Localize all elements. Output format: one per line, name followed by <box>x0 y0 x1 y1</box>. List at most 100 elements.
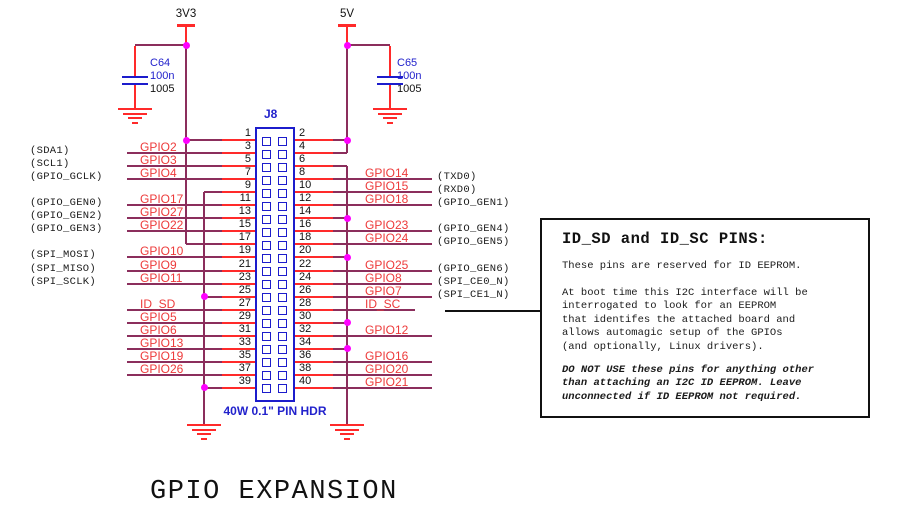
pin-number: 29 <box>238 309 251 322</box>
connector-pin-square <box>262 253 271 263</box>
connector-pin-square <box>262 358 271 368</box>
net-label-gpio24: GPIO24 <box>365 231 409 246</box>
pin-stub <box>295 282 333 285</box>
net-label-gpio9: GPIO9 <box>140 257 177 272</box>
signal-label: (GPIO_GEN1) <box>437 197 510 210</box>
pin-number: 31 <box>238 322 251 335</box>
sheet-title: GPIO EXPANSION <box>150 477 398 507</box>
signal-label: (GPIO_GCLK) <box>30 171 103 184</box>
connector-pin-square <box>262 162 271 172</box>
signal-label: (TXD0) <box>437 171 477 184</box>
net-label-gpio23: GPIO23 <box>365 218 409 233</box>
pin-stub <box>222 256 255 259</box>
ground-symbol <box>187 424 221 426</box>
connector-pin-square <box>278 136 287 146</box>
junction-dot <box>343 214 351 222</box>
pin-number: 7 <box>244 166 251 179</box>
net-label-gpio13: GPIO13 <box>140 335 184 350</box>
connector-pin-square <box>262 332 271 342</box>
cap-ref: C64 <box>150 57 171 69</box>
pin-number: 27 <box>238 296 251 309</box>
wire-segment <box>127 321 222 324</box>
power-label-5v: 5V <box>339 8 355 20</box>
5v-rail <box>346 45 348 154</box>
signal-label: (GPIO_GEN6) <box>437 262 510 275</box>
wire-segment <box>333 360 432 363</box>
pin-stub <box>222 178 255 181</box>
capacitor-plate <box>122 76 148 78</box>
junction-dot <box>200 384 208 392</box>
wire-segment <box>333 282 432 285</box>
pin-stub <box>222 386 255 389</box>
signal-label: (SPI_CE0_N) <box>437 275 510 288</box>
net-label-id_sc: ID_SC <box>365 296 401 311</box>
ground-symbol <box>335 428 359 431</box>
pin-stub <box>222 308 255 311</box>
net-label-gpio22: GPIO22 <box>140 218 184 233</box>
pin-stub <box>295 178 333 181</box>
connector-pin-square <box>278 188 287 198</box>
net-label-gpio14: GPIO14 <box>365 166 409 181</box>
pin-stub <box>222 230 255 233</box>
pin-stub <box>222 243 255 246</box>
pin-stub <box>295 347 333 350</box>
pin-number: 20 <box>299 244 312 257</box>
connector-pin-square <box>278 293 287 303</box>
wire-segment <box>186 139 222 141</box>
pin-number: 9 <box>244 179 251 192</box>
pin-stub <box>222 295 255 298</box>
pin-number: 3 <box>244 140 251 153</box>
pin-number: 17 <box>238 231 251 244</box>
ground-symbol <box>330 424 364 426</box>
net-label-gpio7: GPIO7 <box>365 283 402 298</box>
wire-segment <box>127 360 222 363</box>
pin-stub <box>295 139 333 141</box>
wire-segment <box>333 139 347 141</box>
pin-number: 1 <box>244 127 251 139</box>
wire-segment <box>333 308 415 311</box>
wire-segment <box>127 230 222 233</box>
net-label-gpio6: GPIO6 <box>140 322 177 337</box>
signal-label: (GPIO_GEN2) <box>30 210 103 223</box>
pin-number: 21 <box>238 257 251 270</box>
wire-segment <box>204 191 222 194</box>
pin-number: 33 <box>238 335 251 348</box>
connector-pin-square <box>278 319 287 329</box>
pin-number: 6 <box>299 153 306 166</box>
wire-segment <box>333 217 347 220</box>
wire-segment <box>333 334 432 337</box>
net-label-gpio11: GPIO11 <box>140 270 183 285</box>
connector-pin-square <box>278 306 287 316</box>
capacitor-lead <box>134 46 136 76</box>
ground-symbol <box>378 112 402 115</box>
wire-segment <box>333 256 347 259</box>
note-box: ID_SD and ID_SC PINS: These pins are res… <box>540 218 870 418</box>
pin-stub <box>295 165 333 168</box>
connector-pin-square <box>278 267 287 276</box>
connector-pin-square <box>278 175 287 185</box>
net-label-gpio5: GPIO5 <box>140 309 177 324</box>
cap-c64-labels: C64 100n 1005 <box>150 57 174 96</box>
pin-stub <box>222 321 255 324</box>
connector-pin-square <box>262 306 271 316</box>
capacitor-lead <box>389 46 391 76</box>
pin-number: 22 <box>299 257 312 270</box>
wire-segment <box>135 44 186 46</box>
net-label-gpio3: GPIO3 <box>140 153 177 168</box>
signal-label: (SDA1) <box>30 145 70 158</box>
cap-footprint: 1005 <box>150 83 175 95</box>
wire-segment <box>347 44 390 46</box>
capacitor-plate <box>122 83 148 85</box>
pin-number: 23 <box>238 270 251 283</box>
wire-segment <box>333 321 347 324</box>
net-label-gpio18: GPIO18 <box>365 192 409 207</box>
connector-pin-square <box>278 358 287 368</box>
wire-segment <box>127 282 222 285</box>
ground-symbol <box>132 121 138 124</box>
pin-stub <box>295 373 333 376</box>
pin-stub <box>222 334 255 337</box>
junction-dot <box>343 41 351 49</box>
capacitor-plate <box>377 76 403 78</box>
power-bar-symbol <box>338 24 356 27</box>
net-label-gpio15: GPIO15 <box>365 179 409 194</box>
